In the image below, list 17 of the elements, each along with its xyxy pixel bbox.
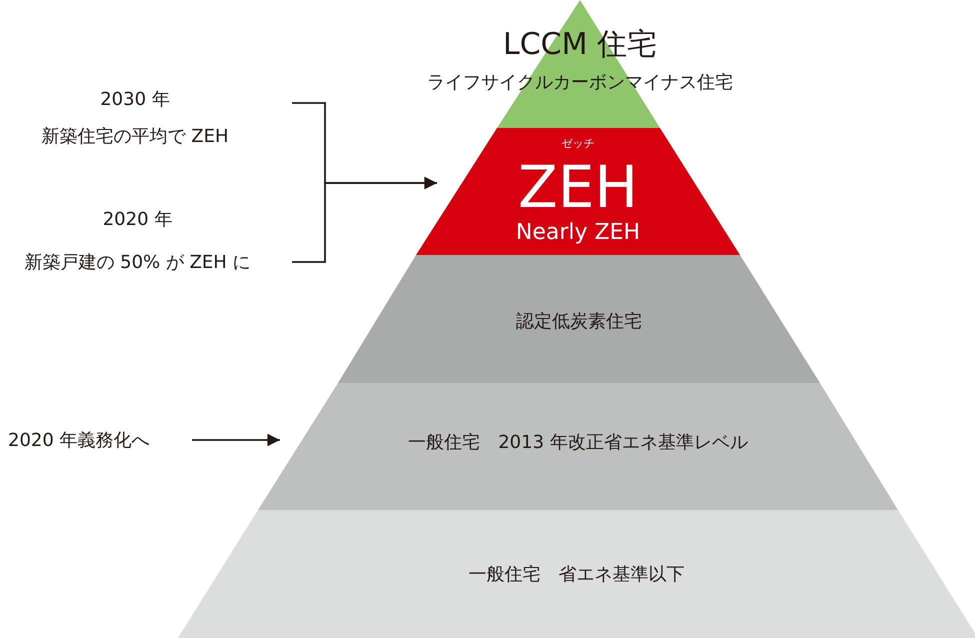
pyramid-tier [338,255,820,383]
tier-label: 認定低炭素住宅 [516,312,642,332]
pyramid-tier [258,383,898,510]
pyramid-tier [178,510,975,638]
target-text: 新築住宅の平均で ZEH [42,126,228,148]
ruby-text: ゼッチ [562,138,594,150]
target-text: 新築戸建の 50% が ZEH に [24,252,251,274]
tier-label: 一般住宅 省エネ基準以下 [468,564,684,586]
tier-subtitle: Nearly ZEH [516,220,640,246]
arrow [292,176,437,263]
arrow [192,434,280,446]
pyramid-tier [416,128,740,255]
tier-title: ZEH [518,154,638,220]
year-label: 2030 年 [100,90,170,110]
tier-label: 一般住宅 2013 年改正省エネ基準レベル [408,432,748,454]
year-label: 2020 年 [102,210,172,230]
milestone-label: 2020 年義務化へ [8,428,183,454]
